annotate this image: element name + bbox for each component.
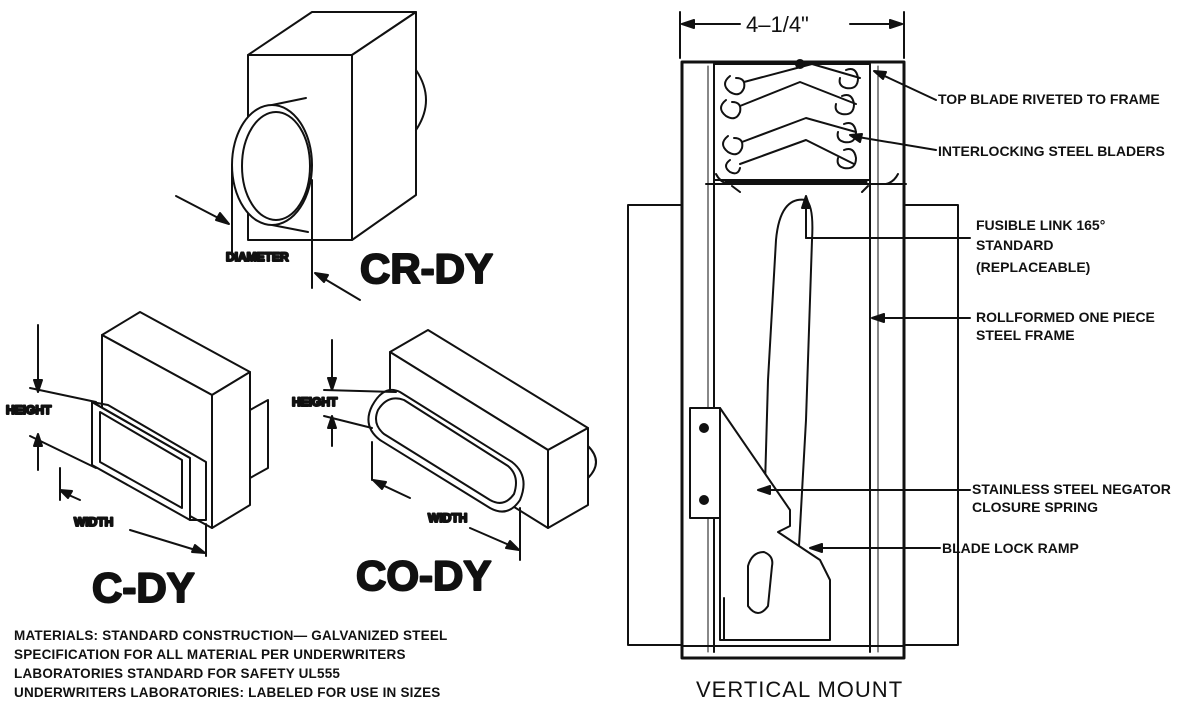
frame-callout-line1: ROLLFORMED ONE PIECE <box>976 309 1155 325</box>
fusible-link-callout-line2: STANDARD <box>976 237 1054 253</box>
fusible-link-callout-line1: FUSIBLE LINK 165° <box>976 217 1105 233</box>
width-label-left: WIDTH <box>74 515 113 529</box>
co-dy-illustration <box>323 329 597 561</box>
interlocking-blades-callout: INTERLOCKING STEEL BLADERS <box>938 143 1165 159</box>
height-label-left: HEIGHT <box>6 403 52 417</box>
c-dy-illustration <box>29 311 269 557</box>
diameter-label: DIAMETER <box>226 250 289 264</box>
fusible-link-callout-line3: (REPLACEABLE) <box>976 259 1090 275</box>
spring-callout-line2: CLOSURE SPRING <box>972 499 1098 515</box>
c-dy-title: C-DY <box>92 564 195 611</box>
blade-lock-ramp-callout: BLADE LOCK RAMP <box>942 540 1079 556</box>
spring-callout-line1: STAINLESS STEEL NEGATOR <box>972 481 1171 497</box>
vertical-mount-section <box>627 11 971 660</box>
frame-callout-line2: STEEL FRAME <box>976 327 1075 343</box>
materials-notes: MATERIALS: STANDARD CONSTRUCTION— GALVAN… <box>14 626 574 702</box>
top-blade-callout: TOP BLADE RIVETED TO FRAME <box>938 91 1160 107</box>
frame-depth-dimension: 4–1/4" <box>746 12 809 37</box>
cr-dy-title: CR-DY <box>360 245 493 292</box>
width-label-right: WIDTH <box>428 511 467 525</box>
materials-line: MATERIALS: STANDARD CONSTRUCTION— GALVAN… <box>14 628 448 643</box>
co-dy-title: CO-DY <box>356 552 491 599</box>
height-label-right: HEIGHT <box>292 395 338 409</box>
materials-line: LABORATORIES STANDARD FOR SAFETY UL555 <box>14 666 341 681</box>
vertical-mount-label: VERTICAL MOUNT <box>696 677 903 702</box>
cr-dy-illustration <box>175 11 427 301</box>
materials-line: SPECIFICATION FOR ALL MATERIAL PER UNDER… <box>14 647 406 662</box>
materials-line: UNDERWRITERS LABORATORIES: LABELED FOR U… <box>14 685 441 700</box>
